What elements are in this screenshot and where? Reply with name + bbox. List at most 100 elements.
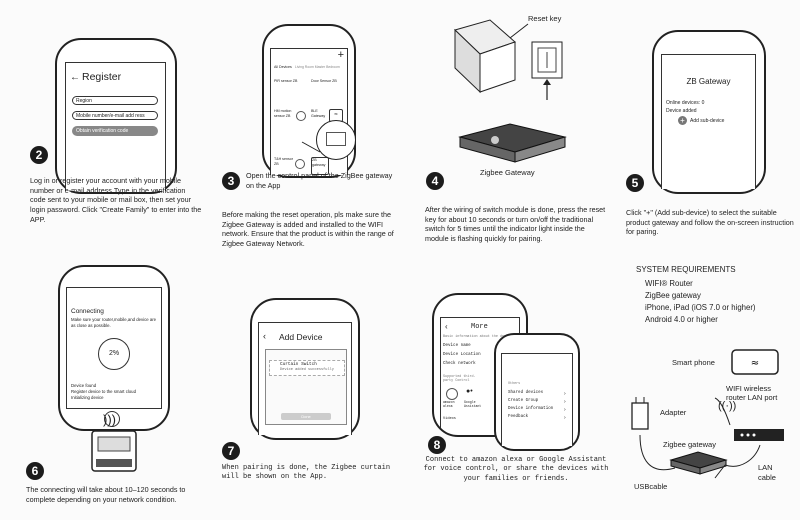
requirements-title: SYSTEM REQUIREMENTS: [636, 265, 736, 274]
shared-devices-item[interactable]: Shared devices: [508, 391, 544, 395]
lan-cable-label: LAN cable: [758, 463, 776, 482]
back-chevron-icon[interactable]: ‹: [445, 322, 448, 331]
google-assistant-icon[interactable]: ●•: [466, 388, 473, 395]
check-network-item[interactable]: Check network: [443, 362, 476, 366]
progress-circle: 2%: [98, 338, 130, 370]
reset-key-label: Reset key: [528, 14, 562, 23]
step8-phone-front: Others Shared devices Create Group Devic…: [494, 333, 580, 451]
step8-number: 8: [428, 436, 446, 454]
done-button[interactable]: Done: [281, 413, 331, 420]
connecting-hint: Make sure your router,mobile,and device …: [71, 317, 157, 328]
cables: [639, 397, 761, 479]
add-sub-device-plus-icon[interactable]: +: [678, 116, 687, 125]
more-title: More: [471, 323, 488, 331]
smartphone-illustration: ≈: [731, 349, 779, 375]
device-ble-gateway[interactable]: BLE Gateway: [311, 109, 326, 118]
progress-percent: 2%: [108, 350, 120, 357]
requirement-item: iPhone, iPad (iOS 7.0 or higher): [645, 303, 756, 312]
mobile-email-field[interactable]: Mobile number/e-mail add ress: [72, 111, 158, 120]
gateway-label: Zigbee gateway: [663, 440, 716, 449]
zb-gateway-title: ZB Gateway: [686, 77, 731, 86]
connecting-title: Connecting: [71, 308, 104, 315]
step4-number: 4: [426, 172, 444, 190]
create-group-item[interactable]: Create Group: [508, 399, 539, 403]
tab-all-devices[interactable]: All Devices: [274, 65, 292, 69]
tab-rooms[interactable]: Living Room Master Bedroom: [295, 65, 340, 69]
feedback-item[interactable]: Feedback: [508, 415, 529, 419]
plus-icon[interactable]: +: [337, 49, 344, 61]
switch-module-illustration: [91, 430, 137, 472]
back-arrow-icon[interactable]: ←: [70, 72, 80, 83]
step3-screen: + All Devices Living Room Master Bedroom…: [270, 48, 348, 175]
back-chevron-icon[interactable]: ‹: [263, 331, 266, 341]
step7-screen: ‹ Add Device Curtain Switch Device added…: [258, 322, 352, 435]
device-pir[interactable]: PIR sensor ZB: [274, 79, 298, 83]
zoom-circle: [316, 120, 356, 160]
step2-phone: ← Register Region Mobile number/e-mail a…: [55, 38, 177, 194]
smartphone-label: Smart phone: [672, 358, 715, 367]
device-name-item[interactable]: Device name: [443, 344, 471, 348]
svg-text:≈: ≈: [751, 358, 759, 369]
curtain-switch-label: Curtain Switch: [280, 362, 317, 367]
basic-info-label: Basic information about the device: [443, 335, 513, 339]
status-initializing: Initializing device: [71, 395, 104, 400]
device-location-item[interactable]: Device Location: [443, 353, 481, 357]
device-list-box: Curtain Switch Device added successfully…: [265, 349, 347, 425]
step6-number: 6: [26, 462, 44, 480]
step2-text: Log in or register your account with you…: [30, 176, 202, 224]
step4-text: After the wiring of switch module is don…: [425, 205, 606, 244]
device-added-label: Device added: [666, 108, 697, 114]
step5-number: 5: [626, 174, 644, 192]
requirement-item: WIFI® Router: [645, 279, 693, 288]
step7-phone: ‹ Add Device Curtain Switch Device added…: [250, 298, 360, 440]
done-button-label: Done: [301, 414, 311, 419]
requirements-list: WIFI® Router ZigBee gateway iPhone, iPad…: [645, 278, 756, 326]
up-arrow-icon: [543, 79, 551, 100]
google-label: Google Assistant: [464, 400, 482, 409]
device-hm-motion[interactable]: HM motion sensor ZB: [274, 109, 292, 118]
step2-number: 2: [30, 146, 48, 164]
device-th-sensor[interactable]: T&H sensor ZB: [274, 157, 293, 166]
step5-phone: ZB Gateway Online devices: 0 Device adde…: [652, 30, 766, 194]
online-devices: Online devices: 0: [666, 100, 705, 106]
adapter-label: Adapter: [660, 408, 687, 417]
third-party-label: Supported third-party Control: [443, 375, 476, 384]
add-sub-device-label[interactable]: Add sub-device: [690, 118, 725, 124]
step8-screen-front: Others Shared devices Create Group Devic…: [501, 353, 573, 446]
others-label: Others: [508, 382, 521, 386]
device-zb-gateway[interactable]: ZB gateway: [311, 157, 329, 175]
videos-item[interactable]: Videos: [443, 417, 456, 421]
region-field[interactable]: Region: [72, 96, 158, 105]
step2-screen: ← Register Region Mobile number/e-mail a…: [65, 62, 166, 191]
device-door[interactable]: Door Sensor ZB: [311, 79, 337, 83]
step7-number: 7: [222, 442, 240, 460]
zb-gateway-zoom: [326, 132, 346, 146]
toggle-icon[interactable]: [295, 159, 305, 169]
step5-screen: ZB Gateway Online devices: 0 Device adde…: [661, 54, 756, 189]
step3-number: 3: [222, 172, 240, 190]
step6-phone: Connecting Make sure your router,mobile,…: [58, 265, 170, 431]
obtain-code-button[interactable]: Obtain verification code: [72, 126, 158, 136]
step5-text: Click "+" (Add sub-device) to select the…: [626, 208, 794, 237]
add-device-title: Add Device: [279, 332, 323, 342]
wifi-signal-icon: ))): [103, 412, 116, 427]
step3-phone: + All Devices Living Room Master Bedroom…: [262, 24, 356, 178]
status-device-found: Device found: [71, 383, 97, 388]
adapter-illustration: [631, 397, 649, 430]
router-illustration: [734, 429, 784, 441]
requirement-item: ZigBee gateway: [645, 291, 701, 300]
chevron-right-icon: ››››: [564, 391, 566, 421]
curtain-item[interactable]: Curtain Switch Device added successfully: [269, 360, 345, 376]
toggle-icon[interactable]: [296, 111, 306, 121]
alexa-icon[interactable]: [446, 388, 458, 400]
zigbee-gateway-illustration: [458, 123, 567, 163]
wifi-waves-icon: ((·)): [718, 400, 737, 412]
status-register: Register device to the smart cloud: [71, 389, 136, 394]
step6-screen: Connecting Make sure your router,mobile,…: [66, 287, 162, 409]
device-information-item[interactable]: Device information: [508, 407, 554, 411]
switch-module-illustration: [454, 19, 563, 94]
curtain-switch-sub: Device added successfully: [280, 368, 334, 372]
home-button-icon: [104, 411, 120, 427]
step6-text: The connecting will take about 10–120 se…: [26, 485, 186, 504]
step3-caption: Open the control panel of the ZigBee gat…: [246, 171, 393, 190]
